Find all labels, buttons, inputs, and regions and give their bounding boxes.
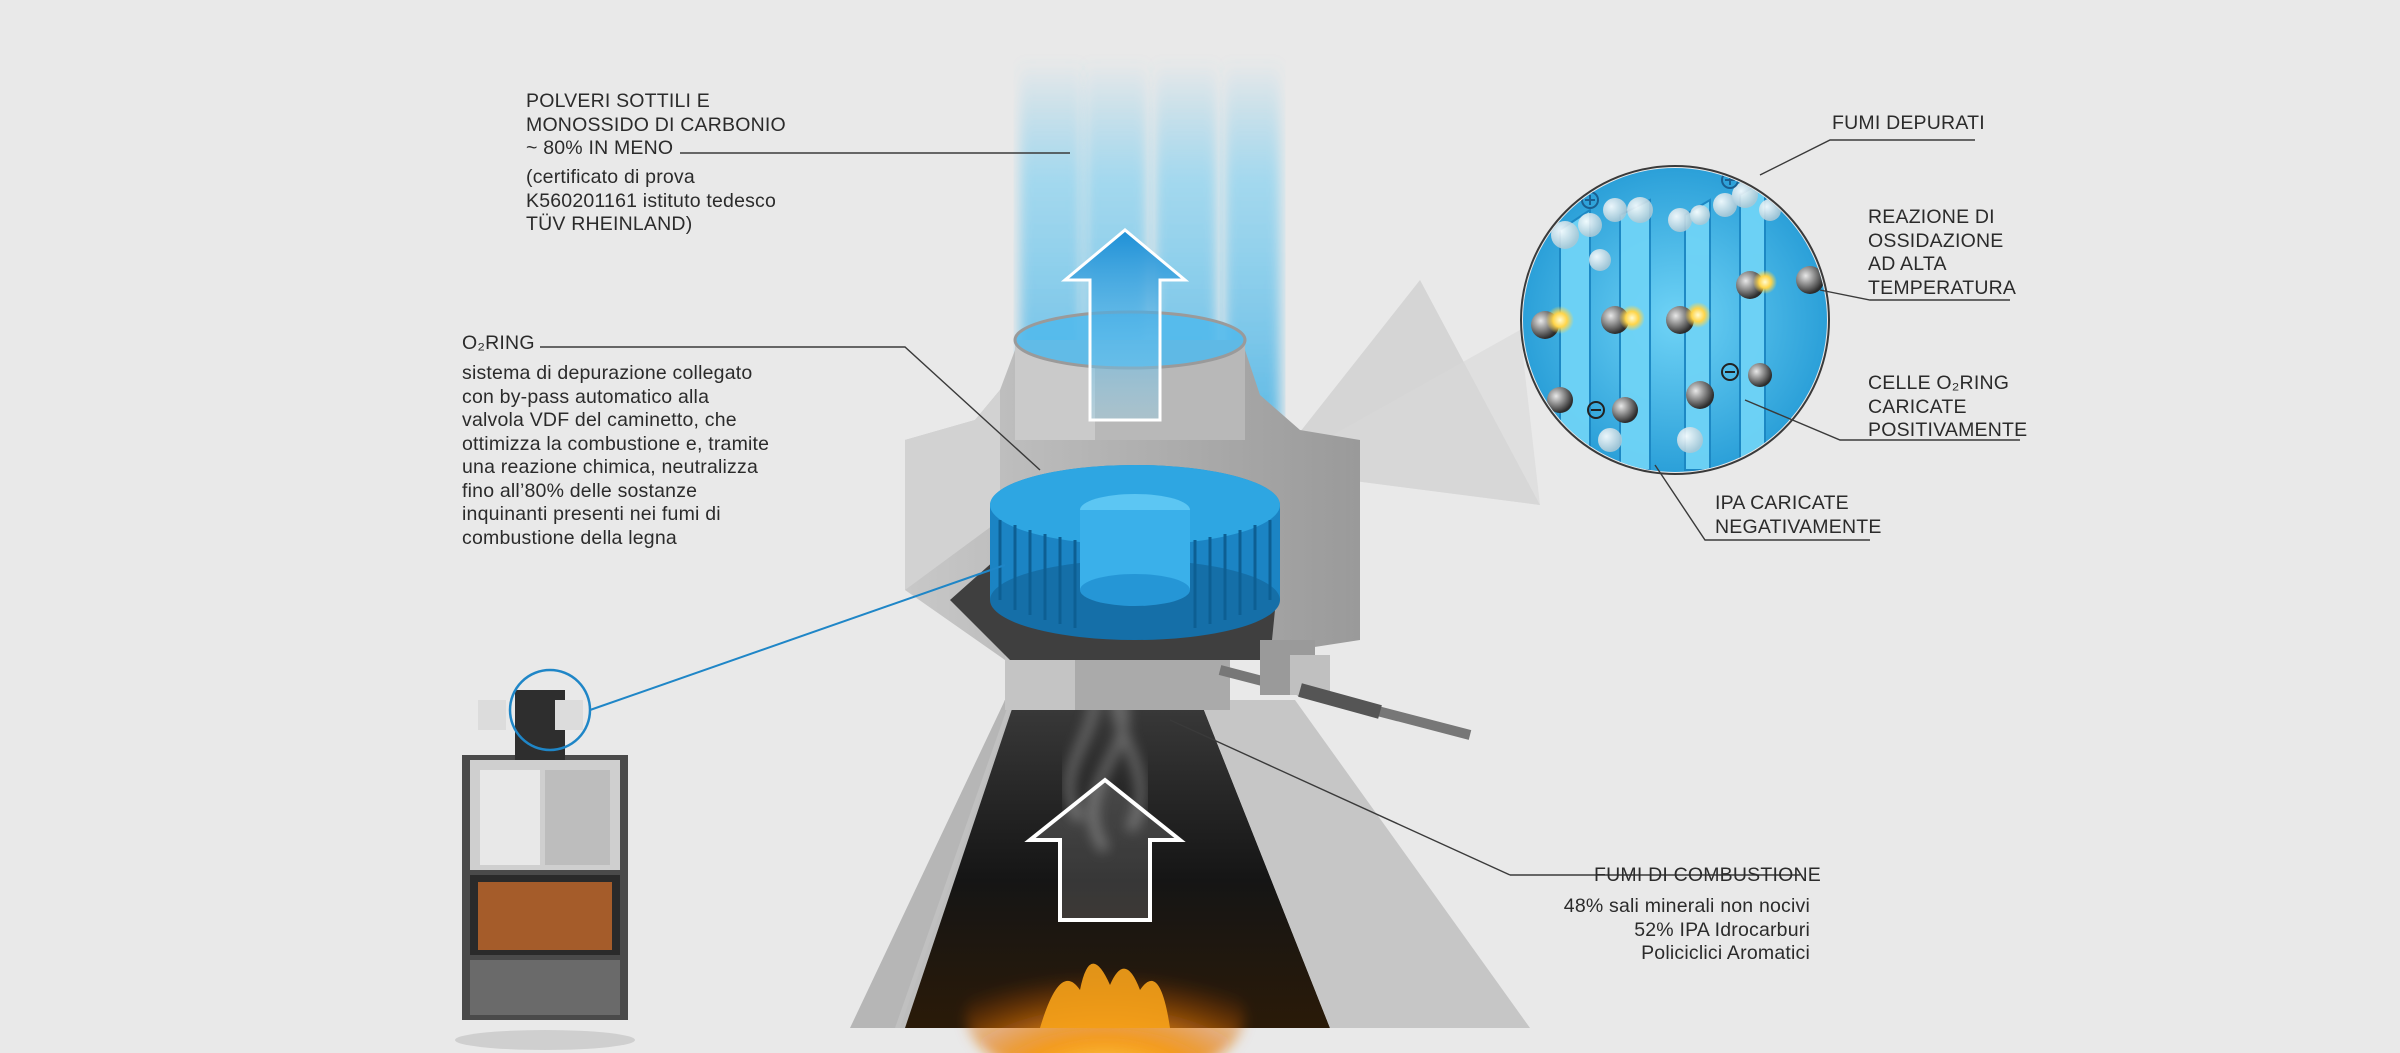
firebox-funnel [880,700,1330,1028]
polveri-note: (certificato di prova K560201161 istitut… [526,166,777,235]
label-celle-o2ring: CELLE O₂RING CARICATE POSITIVAMENTE [1868,372,2028,441]
label-ipa-caricate: IPA CARICATE NEGATIVAMENTE [1715,492,1882,538]
o2ring-description: sistema di depurazione collegato con by-… [462,362,770,549]
reaction-zoom-circle [1520,165,1830,475]
leader-lines [540,152,1800,876]
zoom-line [589,564,1006,711]
label-fumi-depurati: FUMI DEPURATI [1832,112,1985,134]
zoom-circle-small [508,668,592,752]
o2ring-title: O₂RING [462,332,535,354]
label-fumi-combustione: FUMI DI COMBUSTIONE [1594,864,1821,886]
fireplace-product [455,668,635,1050]
fumi-combustione-description: 48% sali minerali non nocivi 52% IPA Idr… [1563,895,1810,964]
damper-rod [1218,640,1472,740]
o2ring-filter [990,465,1280,640]
label-reazione-ossidazione: REAZIONE DI OSSIDAZIONE AD ALTA TEMPERAT… [1868,206,2017,299]
polveri-title: POLVERI SOTTILI E MONOSSIDO DI CARBONIO … [526,90,786,159]
purified-arrow [1060,228,1190,422]
combustion-arrow [1024,777,1186,922]
